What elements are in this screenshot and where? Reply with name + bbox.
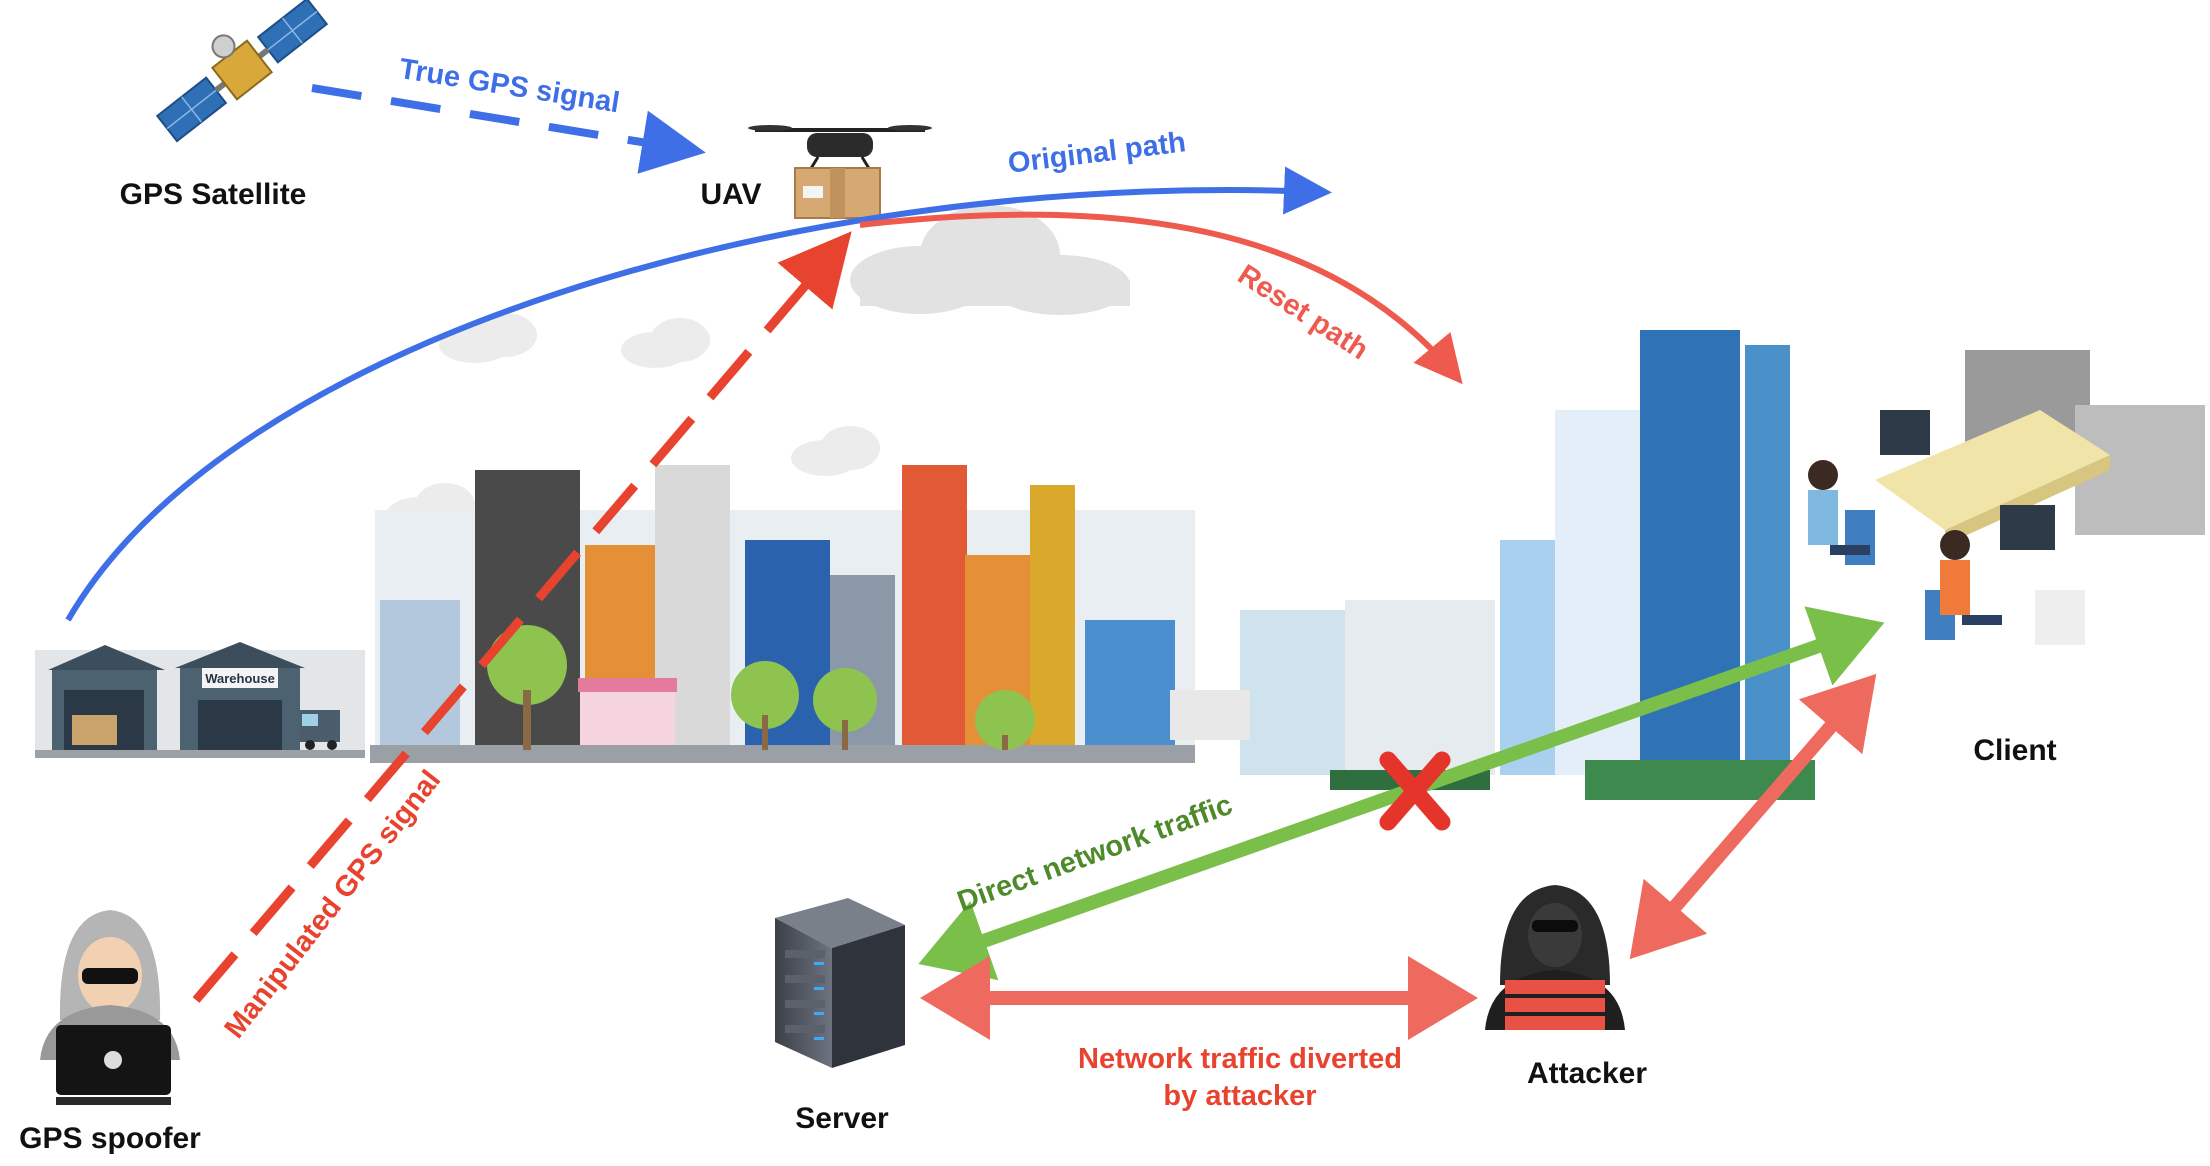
diverted-traffic-label-line2: by attacker (1163, 1080, 1316, 1112)
hacker-icon (1485, 885, 1625, 1030)
original-path-arrow (65, 166, 1332, 622)
original-path-label: Original path (1006, 126, 1187, 180)
manipulated-gps-signal-label: Manipulated GPS signal (219, 764, 448, 1044)
manipulated-gps-signal-arrow (192, 231, 852, 1003)
city-skyline (370, 465, 1195, 763)
office-workers-icon (1808, 350, 2205, 645)
spoofer-label: GPS spoofer (19, 1122, 201, 1155)
truck-icon (300, 710, 340, 750)
true-gps-signal-arrow (311, 84, 706, 174)
diverted-traffic-label-line1: Network traffic diverted (1078, 1043, 1402, 1075)
drone-icon (748, 125, 932, 171)
cloud-icon (386, 313, 880, 533)
cloud-icon (850, 205, 1130, 315)
server-label: Server (795, 1102, 889, 1135)
laptop-icon (56, 1025, 171, 1105)
reset-path-label: Reset path (1232, 259, 1374, 367)
client-label: Client (1973, 734, 2056, 767)
attacker-label: Attacker (1527, 1057, 1647, 1090)
right-city (1170, 330, 1815, 800)
satellite-label: GPS Satellite (120, 178, 307, 211)
attacker-client-arrow (1629, 673, 1877, 960)
reset-path-arrow (859, 211, 1463, 385)
warehouse-icon: Warehouse (35, 642, 365, 758)
warehouse-sign: Warehouse (205, 671, 275, 686)
blocked-cross-icon (1379, 751, 1451, 831)
package-icon (794, 167, 881, 219)
server-icon (775, 898, 905, 1068)
satellite-icon (155, 0, 329, 143)
uav-label: UAV (700, 178, 761, 211)
